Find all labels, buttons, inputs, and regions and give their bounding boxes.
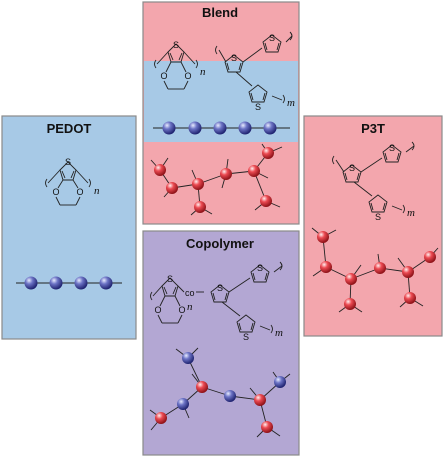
oxygen-label: O [178,305,185,315]
oxygen-label: O [154,305,161,315]
blue-bead [182,352,194,364]
oxygen-label: O [76,187,83,197]
red-bead [194,201,206,213]
blue-bead [213,121,227,135]
blue-bead [238,121,252,135]
oxygen-label: O [184,71,191,81]
p3t-background [303,115,443,337]
red-bead [254,394,266,406]
sulfur-label: S [243,332,249,342]
copolymer-pedot-structure: S co O O n [150,274,204,324]
bracket-left [154,59,157,69]
sulfur-label: S [269,33,275,43]
bracket-left [45,178,48,188]
repeat-n: n [94,185,100,197]
blue-bead [162,121,176,135]
bracket-right [195,59,198,69]
copolymer-mixed-network [149,347,291,438]
repeat-n: n [200,66,206,78]
red-bead [220,168,232,180]
p3t-panel: P3T S S S m [303,115,443,337]
red-bead [154,164,166,176]
blue-bead [24,276,38,290]
pedot-background [1,115,137,340]
red-bead [166,182,178,194]
blue-bead [99,276,113,290]
pedot-title: PEDOT [47,121,92,136]
blue-bead [177,398,189,410]
co-linker: co [185,288,195,298]
blue-bead [224,390,236,402]
sulfur-label: S [389,143,395,153]
blend-title: Blend [202,5,238,20]
blend-pedot-structure: S O O n [154,40,206,90]
copolymer-p3t-structure: S S S m [210,261,283,342]
blue-bead [188,121,202,135]
blue-bead [74,276,88,290]
red-bead [155,412,167,424]
oxygen-label: O [52,187,59,197]
red-bead [344,298,356,310]
red-bead [196,381,208,393]
red-bead [404,292,416,304]
red-bead [320,261,332,273]
red-bead [260,195,272,207]
repeat-m: m [287,97,295,109]
p3t-red-network [311,227,439,313]
sulfur-label: S [65,157,71,167]
sulfur-label: S [231,53,237,63]
blue-bead [49,276,63,290]
p3t-title: P3T [361,121,385,136]
repeat-n: n [187,301,193,313]
red-bead [317,231,329,243]
red-bead [374,262,386,274]
copolymer-panel: Copolymer S co O O n S S [142,230,300,456]
red-bead [261,421,273,433]
red-bead [402,266,414,278]
blend-panel: Blend S O O n S S S [142,1,300,225]
red-bead [192,178,204,190]
sulfur-label: S [173,40,179,50]
pedot-structure: S O O n [45,157,100,206]
blend-p3t-structure: S S S m [215,31,295,112]
sulfur-label: S [375,212,381,222]
red-bead [424,251,436,263]
blend-blue-chain [153,121,290,135]
red-bead [248,165,260,177]
blend-red-network [150,143,283,216]
blue-bead [263,121,277,135]
red-bead [345,273,357,285]
sulfur-label: S [167,274,173,284]
sulfur-label: S [349,163,355,173]
bracket-left [150,291,153,301]
pedot-blue-chain [16,276,122,290]
pedot-panel: PEDOT S O O n [1,115,137,340]
repeat-m: m [275,327,283,339]
copolymer-title: Copolymer [186,236,254,251]
copolymer-background [142,230,300,456]
sulfur-label: S [257,263,263,273]
oxygen-label: O [160,71,167,81]
bracket-right [88,178,91,188]
repeat-m: m [407,207,415,219]
sulfur-label: S [217,283,223,293]
red-bead [262,147,274,159]
blue-bead [274,376,286,388]
p3t-structure: S S S m [332,141,415,222]
sulfur-label: S [255,102,261,112]
